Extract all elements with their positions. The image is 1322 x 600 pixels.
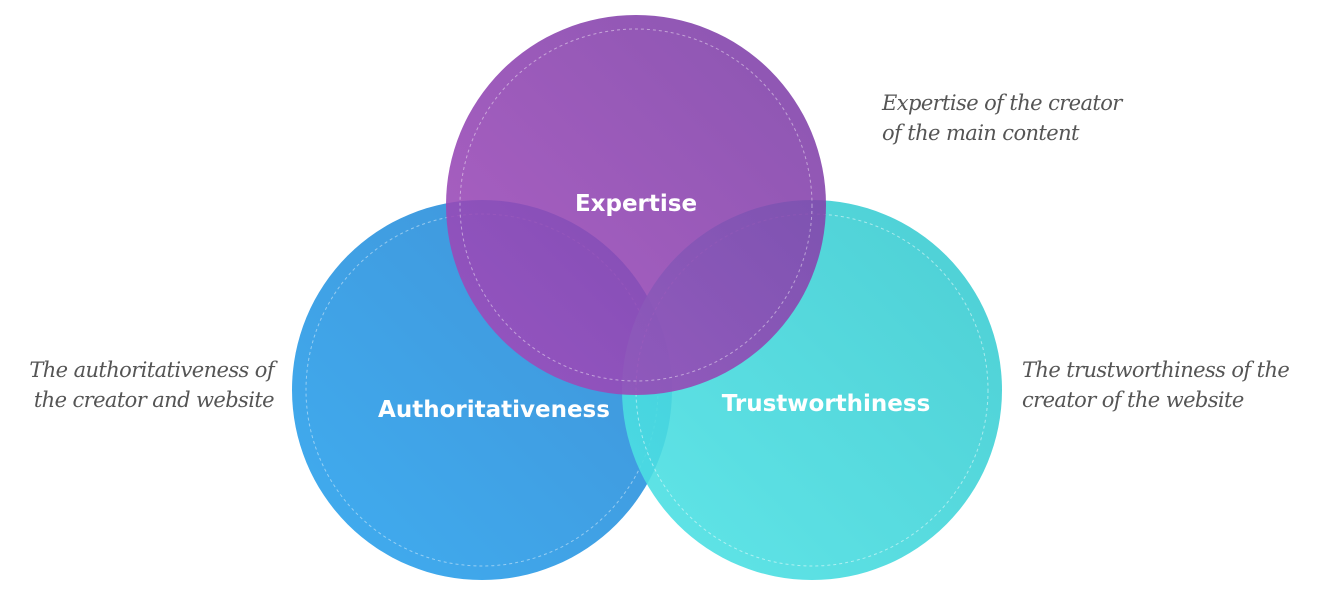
authoritativeness-description: The authoritativeness of the creator and… [29, 355, 274, 415]
expertise-description: Expertise of the creator of the main con… [882, 88, 1122, 148]
expertise-description-line-1: Expertise of the creator [882, 91, 1122, 115]
authoritativeness-description-line-2: the creator and website [33, 388, 275, 412]
trustworthiness-description: The trustworthiness of the creator of th… [1022, 355, 1290, 415]
expertise-circle-dashed-ring [459, 28, 813, 382]
trustworthiness-label: Trustworthiness [722, 391, 931, 417]
trustworthiness-description-line-1: The trustworthiness of the [1022, 358, 1290, 382]
expertise-circle [446, 15, 826, 395]
expertise-label: Expertise [575, 191, 697, 217]
authoritativeness-description-line-1: The authoritativeness of [29, 358, 274, 382]
trustworthiness-description-line-2: creator of the website [1022, 388, 1244, 412]
authoritativeness-label: Authoritativeness [378, 397, 610, 423]
expertise-description-line-2: of the main content [882, 121, 1079, 145]
